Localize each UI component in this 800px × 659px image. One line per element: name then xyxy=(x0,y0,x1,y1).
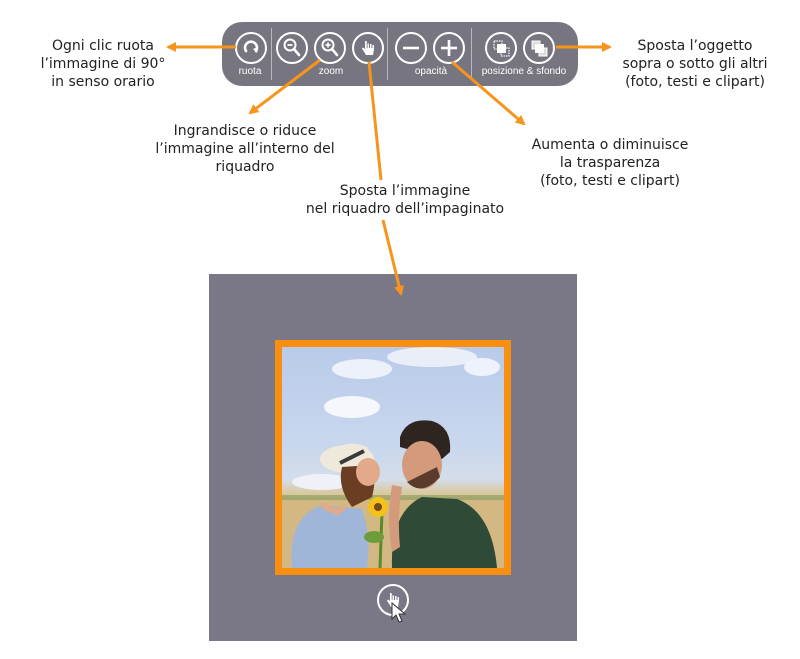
hand-icon xyxy=(362,41,374,55)
mouse-pointer-icon xyxy=(391,602,407,623)
annotation-line: nel riquadro dell’impaginato xyxy=(305,201,505,217)
group-label-opacity: opacità xyxy=(414,66,448,77)
annotation-line: (foto, testi e clipart) xyxy=(625,74,765,90)
rotate-button[interactable] xyxy=(235,32,267,64)
plus-icon xyxy=(441,40,457,56)
layer-front-icon xyxy=(493,40,510,57)
zoom-in-button[interactable] xyxy=(314,32,346,64)
photo-illustration xyxy=(282,347,504,568)
hand-icon xyxy=(387,593,399,607)
annotation-line: riquadro xyxy=(215,159,275,175)
toolbar-divider xyxy=(471,28,472,80)
annotation-rotate: Ogni clic ruota l’immagine di 90° in sen… xyxy=(28,37,178,91)
layout-canvas xyxy=(209,274,577,641)
annotation-line: Sposta l’oggetto xyxy=(637,38,753,54)
annotation-line: l’immagine all’interno del xyxy=(155,141,335,157)
annotation-line: (foto, testi e clipart) xyxy=(540,173,680,189)
annotation-line: in senso orario xyxy=(51,74,155,90)
opacity-increase-button[interactable] xyxy=(433,32,465,64)
annotation-zoom: Ingrandisce o riduce l’immagine all’inte… xyxy=(145,122,345,176)
annotation-line: Aumenta o diminuisce xyxy=(531,137,689,153)
photo-couple[interactable] xyxy=(282,347,504,568)
group-label-position: posizione & sfondo xyxy=(481,66,567,77)
image-frame-selected[interactable] xyxy=(275,340,511,575)
group-label-zoom: zoom xyxy=(318,66,344,77)
annotation-position: Sposta l’oggetto sopra o sotto gli altri… xyxy=(600,37,790,91)
minus-icon xyxy=(403,46,419,50)
annotation-pan: Sposta l’immagine nel riquadro dell’impa… xyxy=(290,182,520,218)
group-label-rotate: ruota xyxy=(238,66,262,77)
zoom-out-button[interactable] xyxy=(276,32,308,64)
image-toolbar: ruota zoom opacità xyxy=(222,22,578,86)
zoom-in-icon xyxy=(321,38,339,57)
annotation-line: sopra o sotto gli altri xyxy=(622,56,768,72)
toolbar-divider xyxy=(387,28,388,80)
send-backward-button[interactable] xyxy=(523,32,555,64)
opacity-decrease-button[interactable] xyxy=(395,32,427,64)
annotation-line: Ingrandisce o riduce xyxy=(173,123,317,139)
rotate-clockwise-icon xyxy=(243,40,259,53)
pan-button[interactable] xyxy=(352,32,384,64)
annotation-line: Ogni clic ruota xyxy=(51,38,154,54)
bring-forward-button[interactable] xyxy=(485,32,517,64)
zoom-out-icon xyxy=(283,38,301,57)
layer-back-icon xyxy=(531,40,548,57)
annotation-opacity: Aumenta o diminuisce la trasparenza (fot… xyxy=(510,136,710,190)
annotation-line: Sposta l’immagine xyxy=(339,183,471,199)
annotation-line: l’immagine di 90° xyxy=(40,56,166,72)
annotation-line: la trasparenza xyxy=(559,155,661,171)
toolbar-divider xyxy=(271,28,272,80)
